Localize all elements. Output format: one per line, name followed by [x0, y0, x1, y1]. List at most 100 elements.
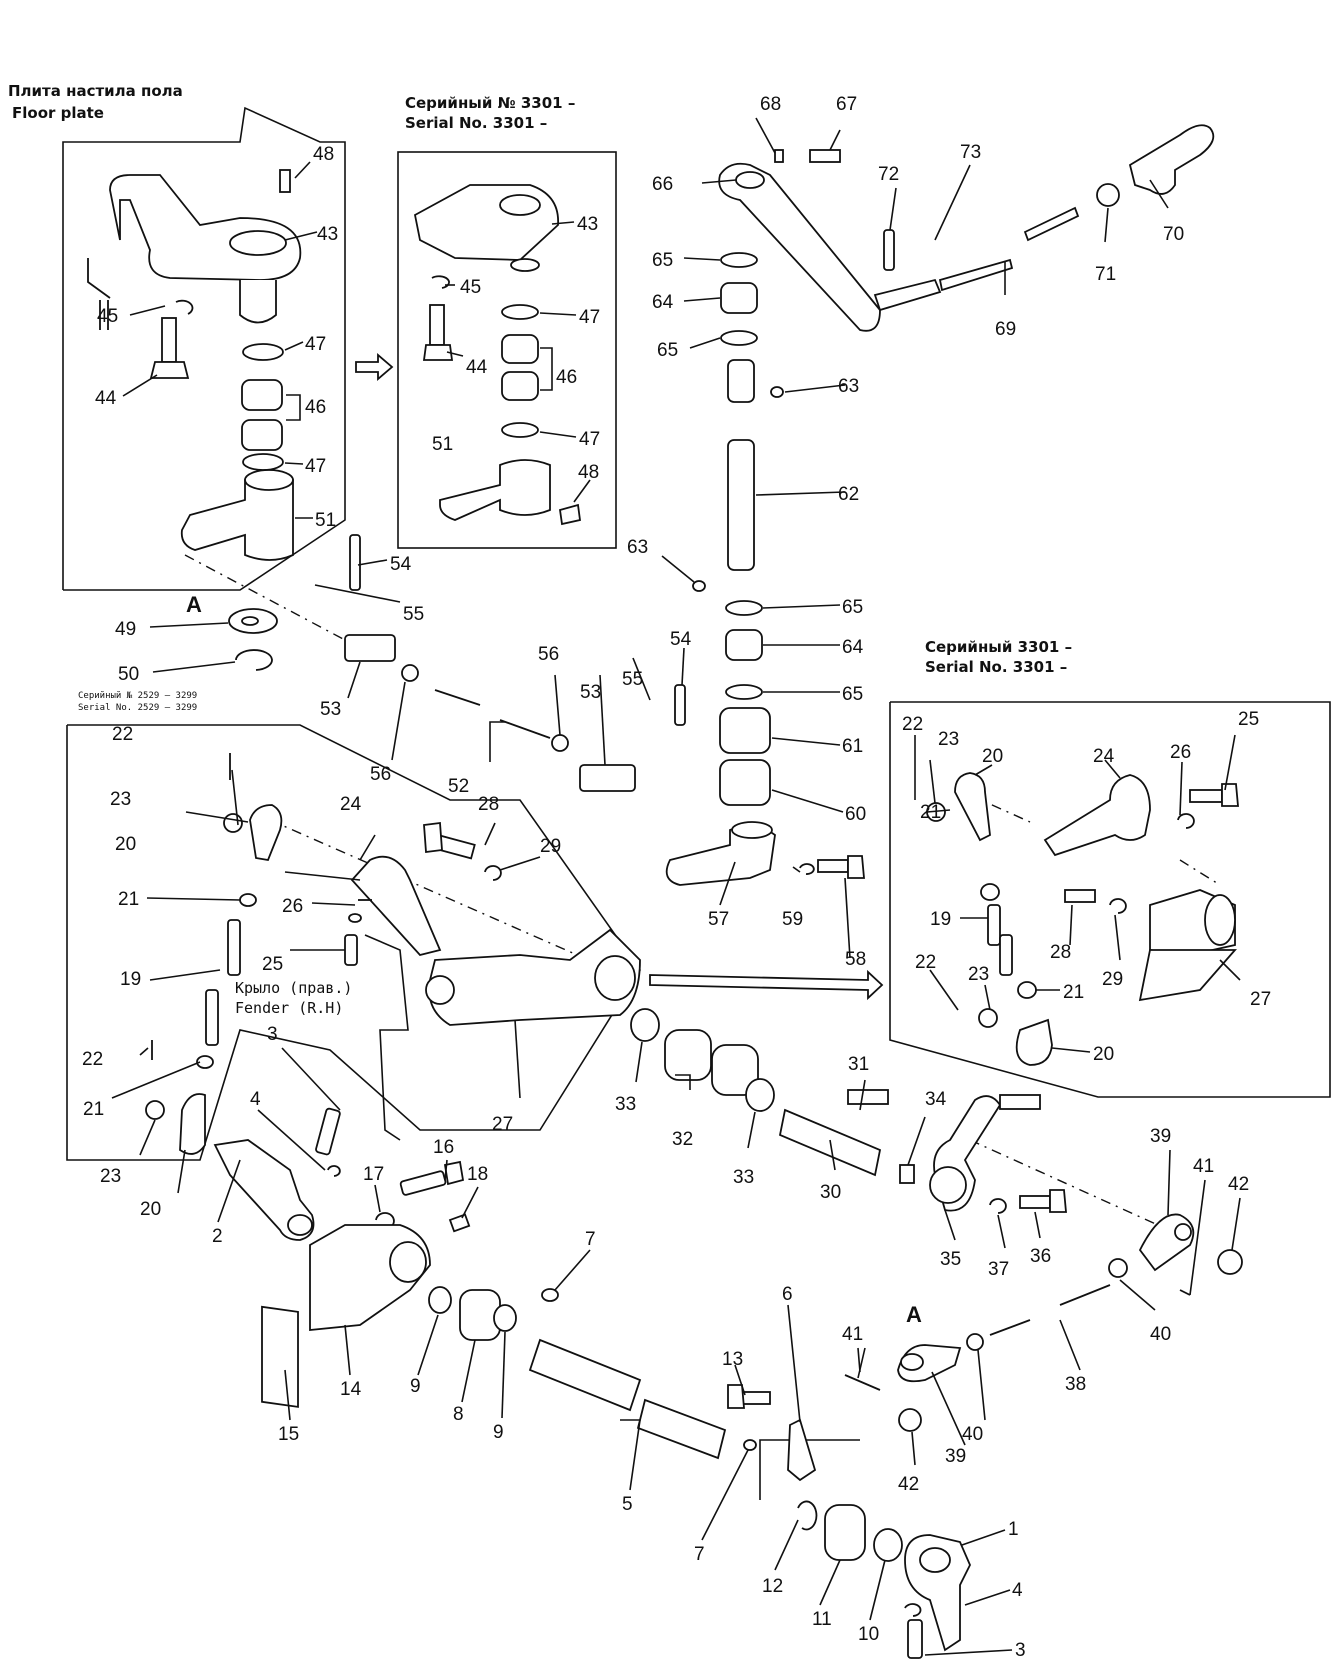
callout-47-inset: 47: [579, 307, 600, 328]
callout-34: 34: [925, 1089, 947, 1110]
callout-4: 4: [250, 1089, 261, 1110]
part-drawings: [87, 124, 1243, 1659]
callout-4b: 4: [1012, 1580, 1023, 1601]
callout-23b: 23: [100, 1166, 121, 1187]
callout-55b: 55: [622, 669, 643, 690]
callout-66: 66: [652, 174, 673, 195]
callout-23: 23: [110, 789, 131, 810]
callout-73: 73: [960, 142, 981, 163]
callout-65d: 65: [842, 684, 863, 705]
callout-52: 52: [448, 776, 469, 797]
callout-42: 42: [1228, 1174, 1249, 1195]
callout-15: 15: [278, 1424, 299, 1445]
callout-71: 71: [1095, 264, 1116, 285]
callout-42b: 42: [898, 1474, 919, 1495]
callout-53b: 53: [580, 682, 601, 703]
floor-plate-caption-en: Floor plate: [12, 104, 104, 122]
callout-22: 22: [112, 724, 133, 745]
callout-40b: 40: [962, 1424, 983, 1445]
callout-63: 63: [838, 376, 859, 397]
callout-20-right: 20: [982, 746, 1003, 767]
callout-45-inset: 45: [460, 277, 481, 298]
callout-26-right: 26: [1170, 742, 1191, 763]
callout-61: 61: [842, 736, 863, 757]
callout-68: 68: [760, 94, 781, 115]
marker-a-right: A: [906, 1302, 922, 1327]
callout-41b: 41: [842, 1324, 863, 1345]
callout-32: 32: [672, 1129, 693, 1150]
callout-56b: 56: [538, 644, 559, 665]
frames: [62, 106, 1331, 1500]
callout-7b: 7: [694, 1544, 705, 1565]
callout-33: 33: [615, 1094, 636, 1115]
fender-caption-en: Fender (R.H): [235, 999, 343, 1017]
callout-44-inset: 44: [466, 357, 488, 378]
callout-59: 59: [782, 909, 803, 930]
part-callouts: 48 43 45 44 47 46 47 51 49 50 43 45 47 4…: [82, 94, 1271, 1661]
callout-5: 5: [622, 1494, 633, 1515]
callout-19-right: 19: [930, 909, 951, 930]
callout-51-inset: 51: [432, 434, 453, 455]
marker-a-left: A: [186, 592, 202, 617]
callout-39b: 39: [945, 1446, 966, 1467]
callout-9b: 9: [493, 1422, 504, 1443]
callout-13: 13: [722, 1349, 743, 1370]
center-lines: [184, 353, 1221, 1236]
serial-top-caption-ru: Серийный № 3301 –: [405, 94, 575, 112]
callout-22b-right: 22: [915, 952, 936, 973]
callout-14: 14: [340, 1379, 362, 1400]
callout-49: 49: [115, 619, 136, 640]
callout-16: 16: [433, 1137, 454, 1158]
callout-53: 53: [320, 699, 341, 720]
callout-43-inset: 43: [577, 214, 598, 235]
callout-67: 67: [836, 94, 857, 115]
callout-28: 28: [478, 794, 499, 815]
callout-64b: 64: [842, 637, 864, 658]
callout-40: 40: [1150, 1324, 1171, 1345]
callout-46-inset: 46: [556, 367, 577, 388]
callout-36: 36: [1030, 1246, 1051, 1267]
callout-1: 1: [1008, 1519, 1019, 1540]
serial-old-caption-en: Serial No. 2529 – 3299: [78, 703, 197, 713]
callout-29: 29: [540, 836, 561, 857]
callout-60: 60: [845, 804, 866, 825]
callout-55: 55: [403, 604, 424, 625]
callout-21b: 21: [83, 1099, 104, 1120]
serial-right-caption-ru: Серийный 3301 –: [925, 638, 1072, 656]
callout-21-right: 21: [920, 802, 941, 823]
callout-7: 7: [585, 1229, 596, 1250]
callout-23-right: 23: [938, 729, 959, 750]
callout-39: 39: [1150, 1126, 1171, 1147]
callout-22-right: 22: [902, 714, 923, 735]
callout-64: 64: [652, 292, 674, 313]
callout-65c: 65: [842, 597, 863, 618]
callout-54b: 54: [670, 629, 692, 650]
callout-41: 41: [1193, 1156, 1214, 1177]
leader-lines: [111, 117, 1241, 1656]
callout-25: 25: [262, 954, 283, 975]
callout-65b: 65: [657, 340, 678, 361]
callout-58: 58: [845, 949, 866, 970]
callout-57: 57: [708, 909, 729, 930]
callout-48-inset: 48: [578, 462, 599, 483]
callout-54: 54: [390, 554, 412, 575]
callout-46: 46: [305, 397, 326, 418]
callout-47: 47: [305, 334, 326, 355]
callout-8: 8: [453, 1404, 464, 1425]
callout-35: 35: [940, 1249, 961, 1270]
floor-plate-caption-ru: Плита настила пола: [8, 82, 183, 100]
callout-48: 48: [313, 144, 334, 165]
callout-6: 6: [782, 1284, 793, 1305]
callout-62: 62: [838, 484, 859, 505]
callout-33b: 33: [733, 1167, 754, 1188]
callout-47c-inset: 47: [579, 429, 600, 450]
callout-22b: 22: [82, 1049, 103, 1070]
callout-12: 12: [762, 1576, 783, 1597]
callout-21b-right: 21: [1063, 982, 1084, 1003]
callout-11: 11: [812, 1609, 832, 1630]
callout-3b: 3: [1015, 1640, 1026, 1661]
callout-27: 27: [492, 1114, 513, 1135]
arrow-icon: [355, 353, 394, 381]
callout-31: 31: [848, 1054, 869, 1075]
callout-17: 17: [363, 1164, 384, 1185]
